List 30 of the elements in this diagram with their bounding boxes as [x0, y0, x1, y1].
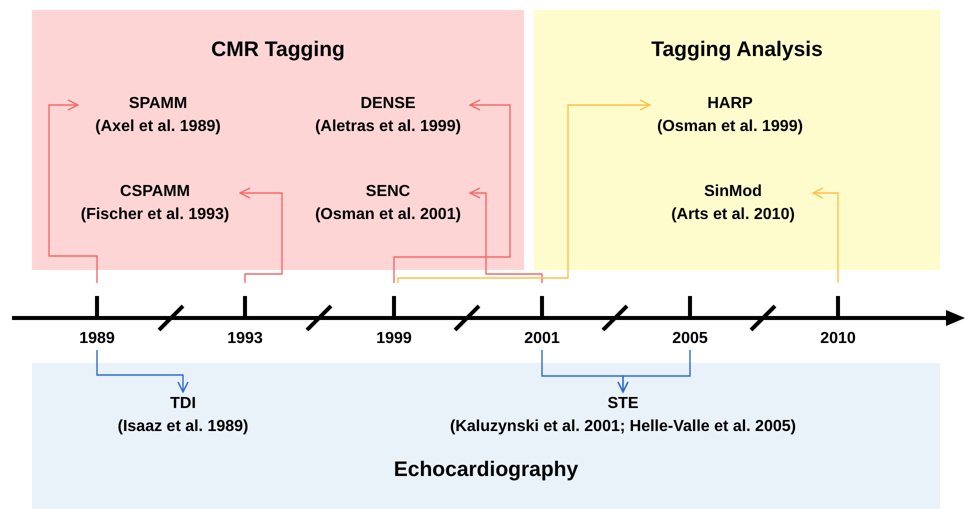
arrow	[48, 99, 98, 283]
reference-text: (Osman et al. 2001)	[314, 205, 462, 225]
method-name: CSPAMM	[119, 182, 191, 202]
arrow	[96, 350, 189, 393]
reference-text: (Kaluzynski et al. 2001; Helle-Valle et al. 2005)	[449, 417, 797, 437]
arrow	[469, 187, 543, 283]
reference-text: (Arts et al. 2010)	[670, 205, 796, 225]
reference-text: (Osman et al. 1999)	[656, 117, 804, 137]
arrow	[393, 99, 511, 283]
arrow	[397, 99, 651, 283]
method-name: STE	[606, 394, 640, 414]
panel-heading: Echocardiography	[392, 458, 580, 482]
arrow	[617, 350, 691, 393]
method-name: TDI	[169, 394, 197, 414]
method-name: DENSE	[359, 94, 417, 114]
reference-text: (Axel et al. 1989)	[94, 117, 222, 137]
category-panel	[534, 10, 940, 270]
category-panel	[32, 10, 524, 270]
reference-text: (Isaaz et al. 1989)	[116, 417, 250, 437]
method-name: SinMod	[703, 182, 763, 202]
category-panel	[32, 363, 940, 509]
reference-text: (Fischer et al. 1993)	[80, 205, 230, 225]
method-name: HARP	[706, 94, 754, 114]
panel-heading: Tagging Analysis	[650, 38, 824, 62]
arrow	[812, 187, 839, 283]
panel-heading: CMR Tagging	[210, 38, 346, 62]
reference-text: (Aletras et al. 1999)	[314, 117, 462, 137]
method-name: SPAMM	[128, 94, 188, 114]
arrow	[239, 187, 283, 283]
method-name: SENC	[364, 182, 412, 202]
